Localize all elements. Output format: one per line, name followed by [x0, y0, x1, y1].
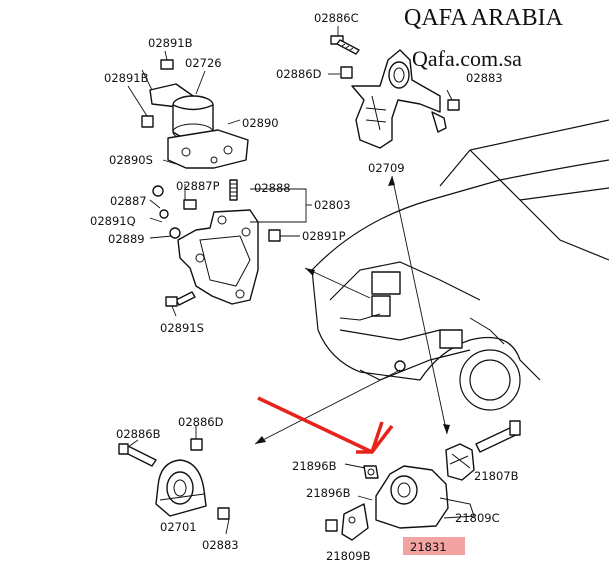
label-02701: 02701	[160, 520, 197, 534]
car-body-illustration	[311, 119, 609, 411]
label-21896B-b: 21896B	[306, 486, 351, 500]
label-02891P: 02891P	[302, 229, 346, 243]
bracket-02803-illustration	[149, 179, 312, 317]
label-02891B-a: 02891B	[148, 36, 193, 50]
label-21809C: 21809C	[455, 511, 500, 525]
label-02888: 02888	[254, 181, 291, 195]
label-02891S: 02891S	[160, 321, 204, 335]
brand-title: QAFA ARABIA	[404, 5, 564, 31]
label-02889: 02889	[108, 232, 145, 246]
label-21807B: 21807B	[474, 469, 519, 483]
highlight-box-21831	[403, 537, 465, 555]
label-02890: 02890	[242, 116, 279, 130]
label-02887: 02887	[110, 194, 147, 208]
label-02887P: 02887P	[176, 179, 220, 193]
label-02883-bot: 02883	[202, 538, 239, 552]
pointer-arrows	[254, 175, 450, 445]
label-02709: 02709	[368, 161, 405, 175]
brand-site: Qafa.com.sa	[412, 46, 522, 71]
label-02890S: 02890S	[109, 153, 153, 167]
label-02886D-top: 02886D	[276, 67, 322, 81]
mount-21831-illustration	[325, 420, 521, 541]
label-02803: 02803	[314, 198, 351, 212]
label-02891B-b: 02891B	[104, 71, 149, 85]
label-02726: 02726	[185, 56, 222, 70]
label-02886C-top: 02886C	[314, 11, 359, 25]
mount-02701-illustration	[118, 425, 230, 535]
label-21896B-a: 21896B	[292, 459, 337, 473]
mount-02709-illustration	[328, 26, 460, 149]
mount-02726-illustration	[127, 50, 249, 197]
label-02886D-bot: 02886D	[178, 415, 224, 429]
highlight-arrow	[257, 396, 394, 454]
label-02891Q: 02891Q	[90, 214, 136, 228]
label-21809B: 21809B	[326, 549, 371, 563]
label-21831: 21831	[410, 540, 447, 554]
label-02883-top: 02883	[466, 71, 503, 85]
label-02886B: 02886B	[116, 427, 161, 441]
